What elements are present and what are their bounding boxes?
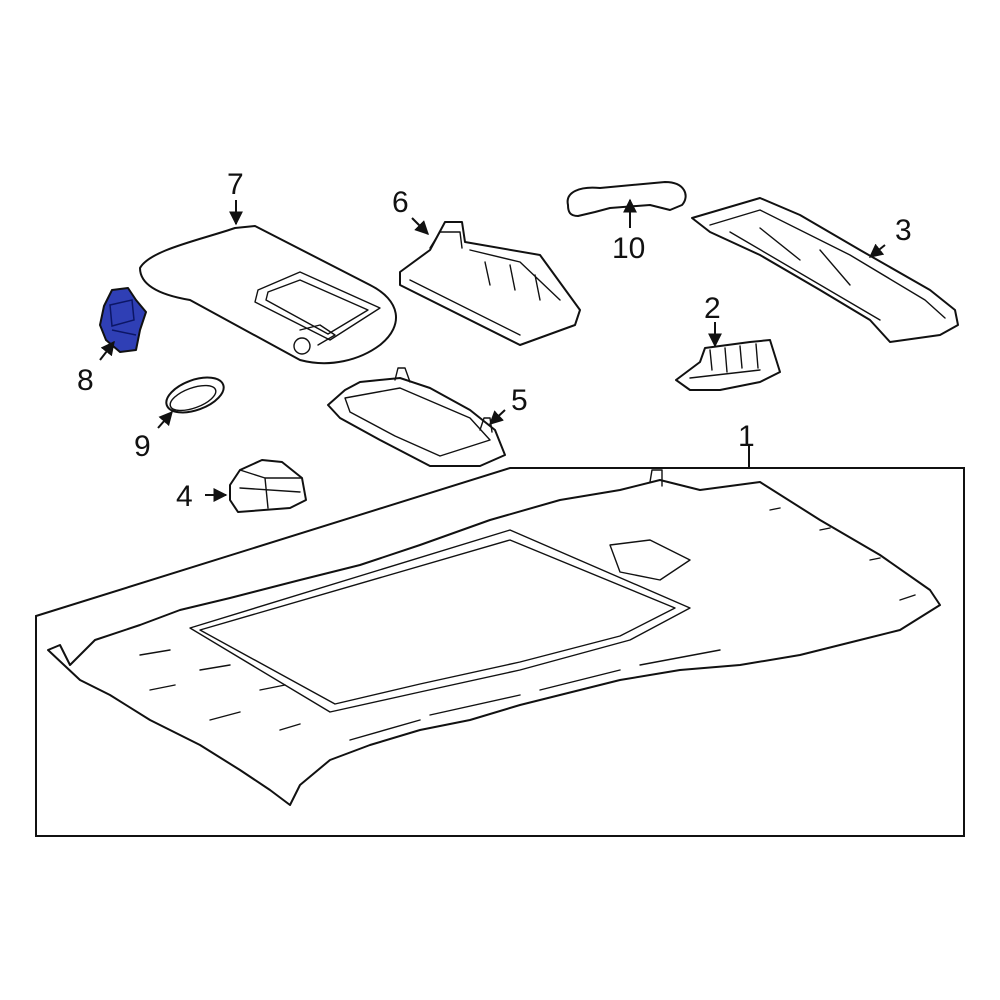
callout-6: 6	[392, 186, 409, 219]
callout-labels: 1 2 3 4 5 6 7 8 9 10	[77, 168, 912, 513]
headliner-part[interactable]	[47, 469, 941, 806]
grab-handle-part[interactable]	[566, 181, 687, 217]
lamp-cover-part[interactable]	[327, 367, 506, 467]
callout-4: 4	[176, 480, 193, 513]
map-lamp-part[interactable]	[399, 221, 581, 346]
callout-1: 1	[738, 420, 755, 453]
trim-panel-part[interactable]	[691, 197, 959, 343]
visor-clip-highlight	[99, 287, 147, 353]
callout-7: 7	[227, 168, 244, 201]
callout-10: 10	[612, 232, 645, 265]
visor-clip-part[interactable]	[99, 287, 147, 353]
callout-5: 5	[511, 384, 528, 417]
leader-lines	[99, 198, 886, 502]
callout-3: 3	[895, 214, 912, 247]
headliner-frame	[35, 467, 965, 837]
cap-part[interactable]	[162, 371, 229, 420]
switch-block-part[interactable]	[229, 459, 307, 513]
sun-visor-part[interactable]	[139, 225, 397, 365]
callout-2: 2	[704, 292, 721, 325]
callout-9: 9	[134, 430, 151, 463]
bracket-part[interactable]	[675, 339, 781, 391]
callout-8: 8	[77, 364, 94, 397]
